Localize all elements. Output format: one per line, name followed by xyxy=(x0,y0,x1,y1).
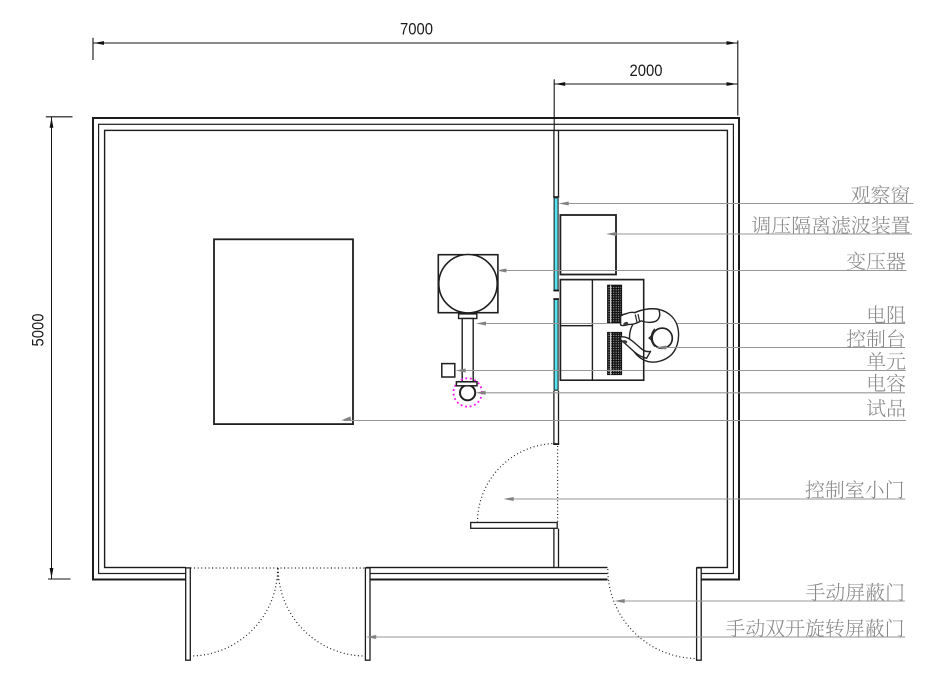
svg-text:5000: 5000 xyxy=(29,314,48,347)
svg-text:7000: 7000 xyxy=(400,20,433,39)
svg-text:2000: 2000 xyxy=(630,61,663,80)
